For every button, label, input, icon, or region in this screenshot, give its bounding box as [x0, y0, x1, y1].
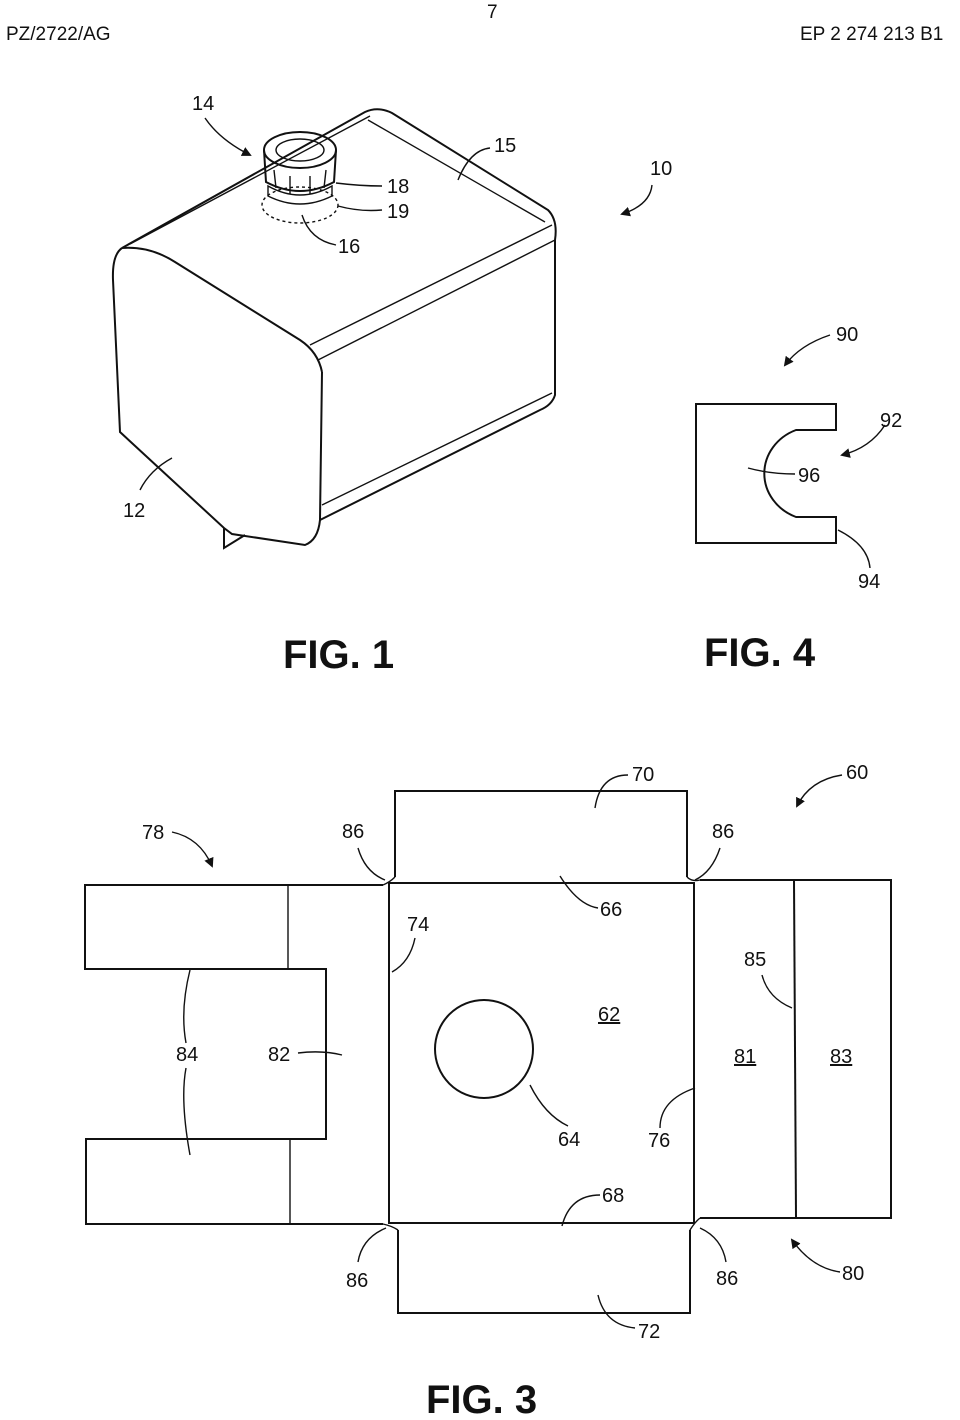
ref-90: 90 [836, 324, 858, 346]
ref-76: 76 [648, 1130, 670, 1152]
fig3-reference-numerals: 70 60 78 86 86 66 74 85 62 84 82 81 83 6… [142, 762, 868, 1343]
ref-18: 18 [387, 176, 409, 198]
left-u-section [84, 884, 383, 1225]
container-foot [223, 528, 246, 550]
container-side-face [319, 240, 556, 521]
fig1-container-drawing [111, 108, 557, 550]
patent-number: EP 2 274 213 B1 [800, 24, 944, 45]
ref-68: 68 [602, 1185, 624, 1207]
ref-74: 74 [407, 914, 429, 936]
ref-60: 60 [846, 762, 868, 784]
u-insert-outline [695, 403, 837, 544]
fig1-reference-numerals: 14 15 10 18 19 16 12 [123, 93, 672, 522]
ref-80: 80 [842, 1263, 864, 1285]
container-front-top-edge [121, 246, 323, 373]
ref-83: 83 [830, 1046, 852, 1068]
ref-78: 78 [142, 822, 164, 844]
center-panel [388, 882, 695, 1224]
ref-70: 70 [632, 764, 654, 786]
ref-82: 82 [268, 1044, 290, 1066]
fig3-caption: FIG. 3 [426, 1378, 537, 1420]
doc-reference: PZ/2722/AG [6, 24, 111, 45]
fig3-blank-drawing [84, 790, 892, 1314]
fig4-reference-numerals: 90 92 96 94 [798, 324, 902, 593]
page-header: PZ/2722/AG 7 EP 2 274 213 B1 [0, 0, 960, 50]
ref-10: 10 [650, 158, 672, 180]
fig4-insert-drawing [695, 403, 837, 544]
top-flap [394, 790, 688, 877]
ref-66: 66 [600, 899, 622, 921]
fig3-leaders [171, 774, 843, 1329]
fig1-leaders [139, 117, 653, 491]
fig1-caption: FIG. 1 [283, 633, 394, 677]
ref-12: 12 [123, 500, 145, 522]
fig4-caption: FIG. 4 [704, 631, 816, 675]
center-hole [434, 999, 534, 1099]
ref-64: 64 [558, 1129, 580, 1151]
ref-96: 96 [798, 465, 820, 487]
ref-86-top-right: 86 [712, 821, 734, 843]
ref-86-bottom-left: 86 [346, 1270, 368, 1292]
ref-62: 62 [598, 1004, 620, 1026]
ref-15: 15 [494, 135, 516, 157]
bottom-flap [397, 1230, 691, 1314]
container-top-face [121, 108, 557, 249]
ref-86-bottom-right: 86 [716, 1268, 738, 1290]
ref-84: 84 [176, 1044, 198, 1066]
ref-19: 19 [387, 201, 409, 223]
ref-92: 92 [880, 410, 902, 432]
ref-16: 16 [338, 236, 360, 258]
container-cap [261, 131, 339, 224]
ref-72: 72 [638, 1321, 660, 1343]
ref-14: 14 [192, 93, 214, 115]
fig4-leaders [747, 334, 886, 569]
ref-85: 85 [744, 949, 766, 971]
page-number: 7 [487, 2, 498, 23]
ref-94: 94 [858, 571, 880, 593]
ref-81: 81 [734, 1046, 756, 1068]
container-front-face [111, 247, 323, 547]
ref-86-top-left: 86 [342, 821, 364, 843]
